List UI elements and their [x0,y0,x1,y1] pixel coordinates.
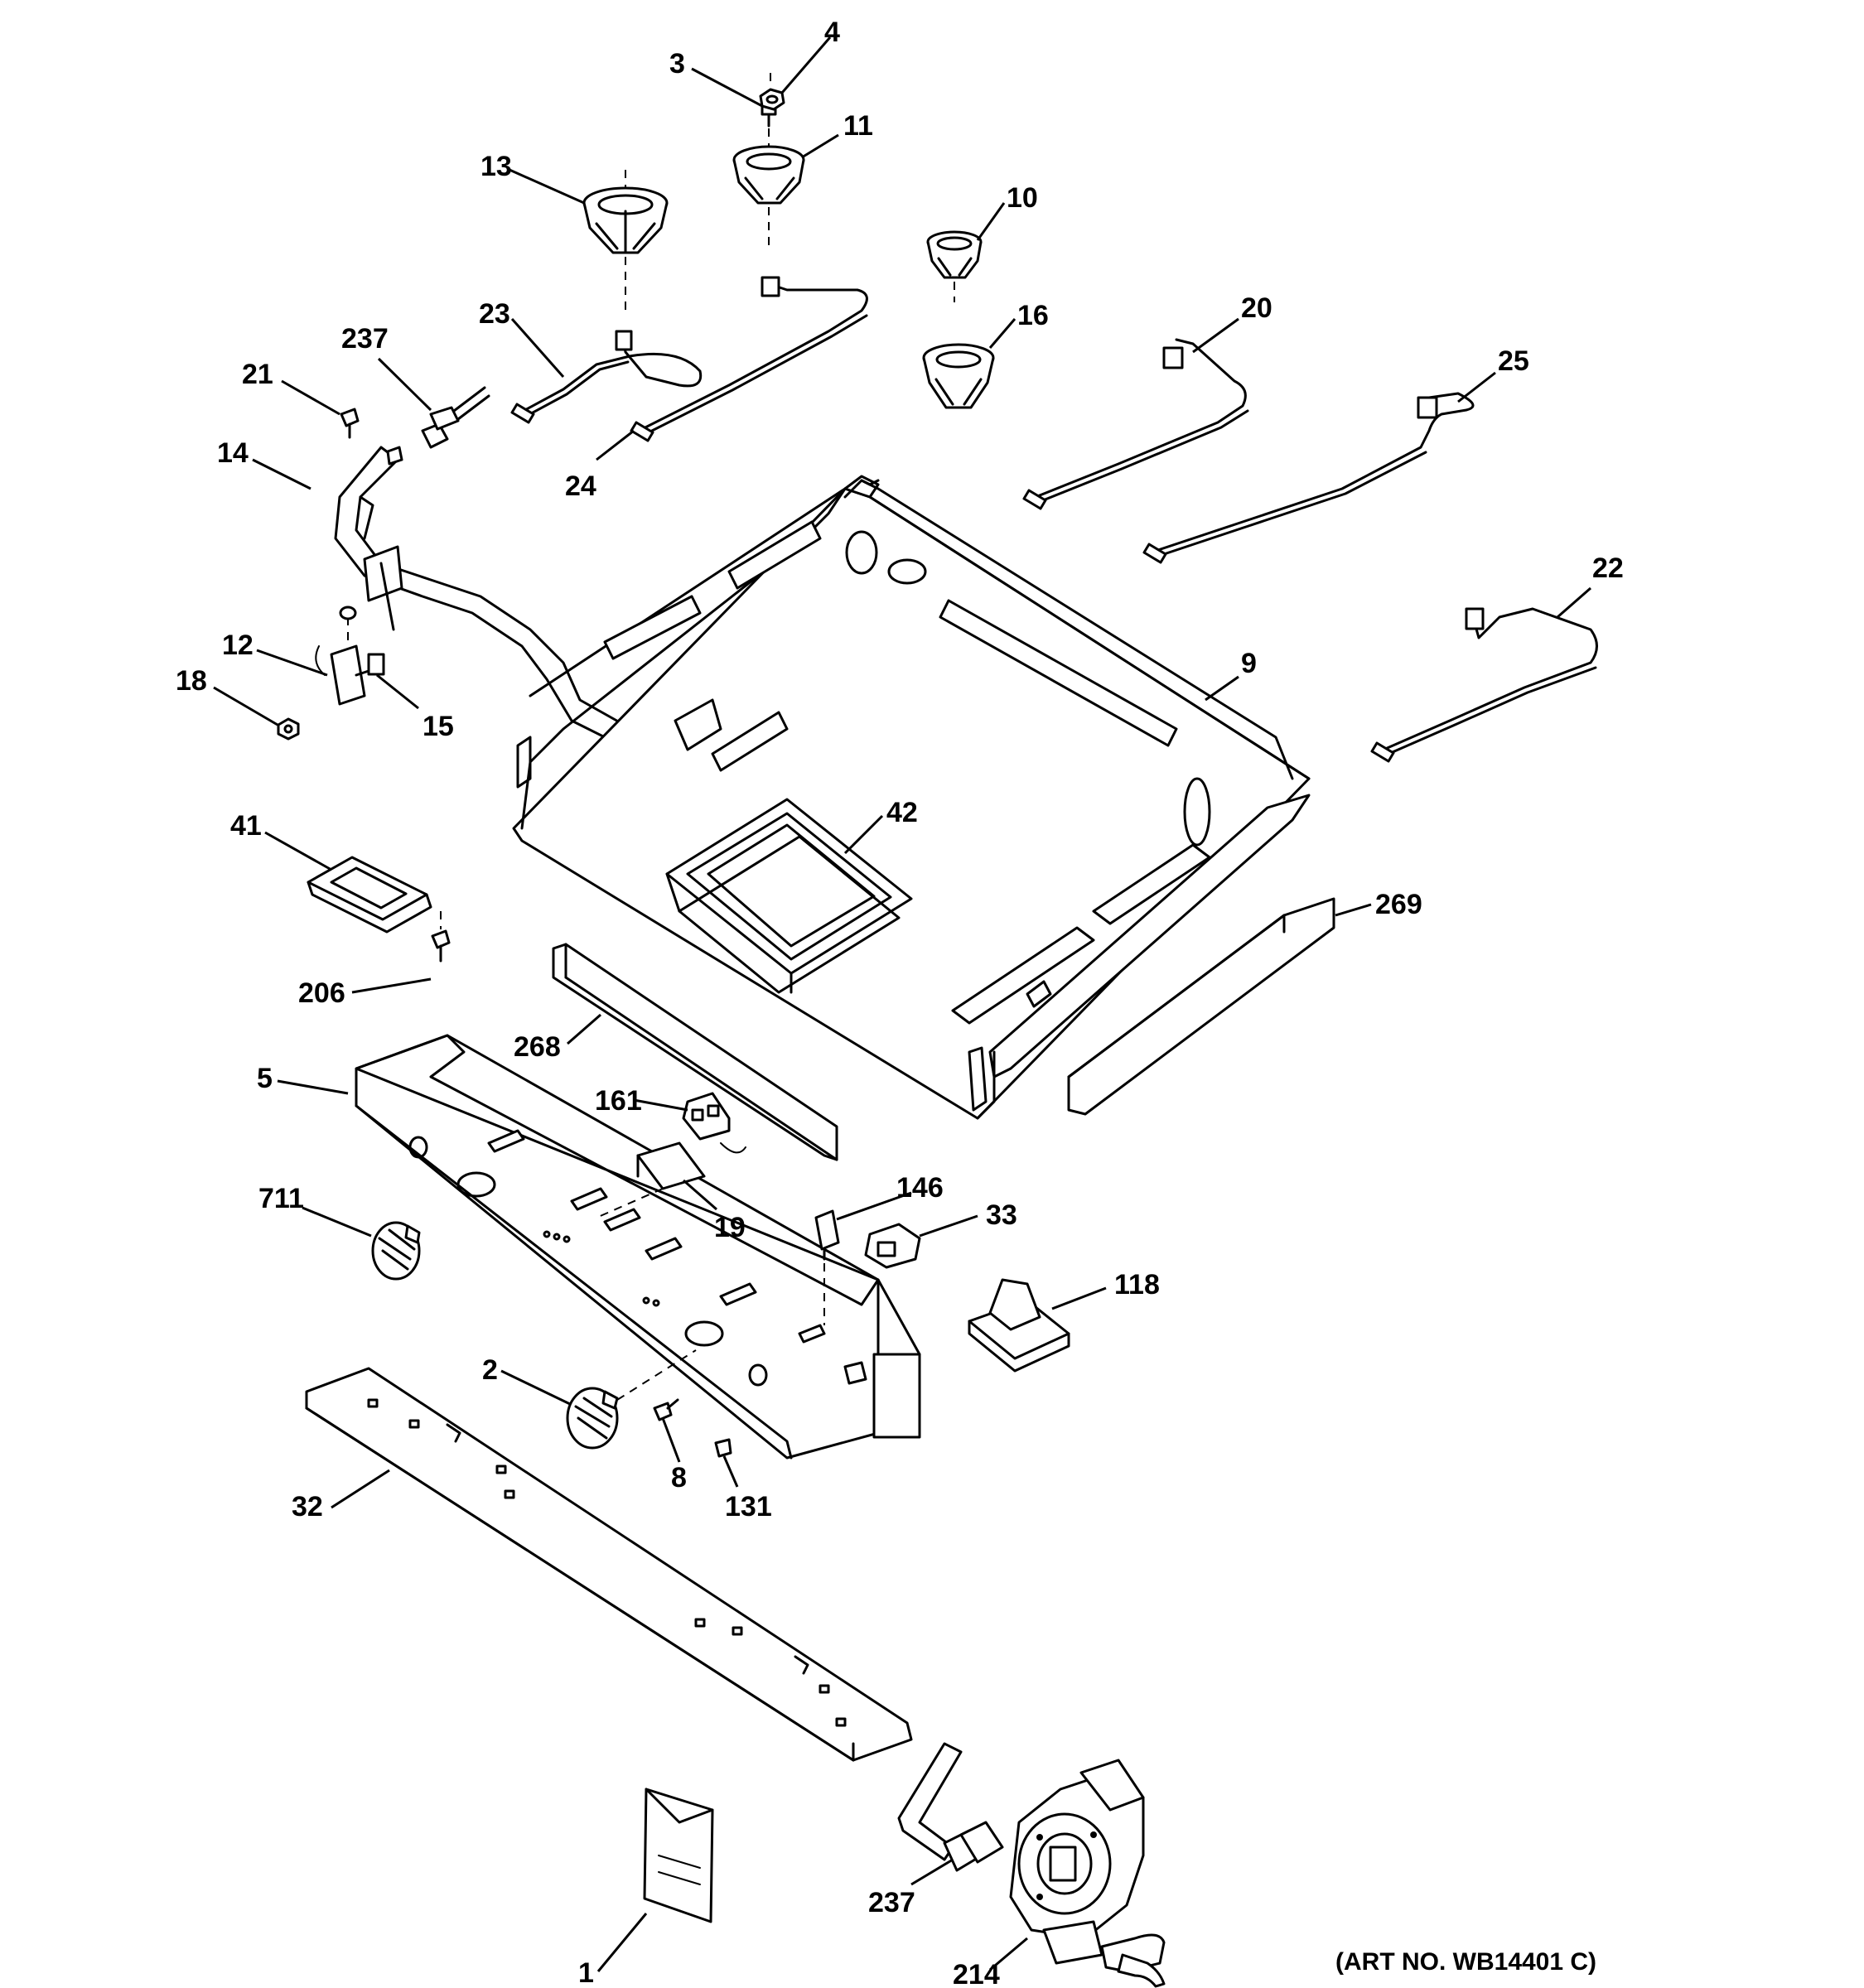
callout-10: 10 [1007,182,1038,214]
knob-711 [371,1221,421,1281]
part-131 [714,1438,732,1458]
burner-tube-23 [510,330,703,424]
panel-trim-32 [305,1367,913,1762]
callout-22: 22 [1592,552,1624,584]
callout-32: 32 [292,1491,323,1522]
burner-tube-22 [1370,607,1598,763]
callout-4: 4 [824,17,840,48]
callout-14: 14 [217,437,249,469]
elbow-fitting-237 [897,1742,1004,1872]
switch-33 [864,1223,921,1269]
callout-24: 24 [565,470,596,502]
burner-box-9 [512,475,1311,1120]
switch-161 [682,1092,746,1154]
callout-237-top: 237 [341,323,389,355]
burner-tube-25 [1142,392,1475,564]
burner-tube-24 [630,276,868,442]
shield-19 [596,1141,706,1218]
burner-head-10 [926,230,983,302]
callout-3: 3 [669,48,685,80]
callout-237-bottom: 237 [868,1887,915,1918]
art-number: (ART NO. WB14401 C) [1335,1948,1596,1976]
component-118 [968,1278,1070,1373]
knob-2 [566,1349,697,1450]
callout-1: 1 [578,1957,594,1988]
pressure-regulator-214 [1009,1759,1166,1988]
callout-11: 11 [843,110,873,142]
callout-15: 15 [423,711,454,742]
callout-2: 2 [482,1354,498,1386]
callout-19: 19 [714,1212,746,1243]
callout-20: 20 [1241,292,1272,324]
igniter-switch-12 [315,606,385,706]
callout-16: 16 [1017,300,1049,331]
callout-5: 5 [257,1063,273,1094]
callout-23: 23 [479,298,510,330]
callout-25: 25 [1498,345,1529,377]
callout-214: 214 [953,1959,1000,1988]
callout-41: 41 [230,810,262,842]
callout-42: 42 [886,797,918,828]
callout-269: 269 [1375,889,1422,920]
callout-8: 8 [671,1462,687,1493]
orifice-fitting-237 [421,386,490,449]
callout-118: 118 [1114,1269,1160,1300]
burner-head-13 [582,170,669,315]
callout-268: 268 [514,1031,561,1063]
screw-21 [340,408,360,439]
callout-21: 21 [242,359,273,390]
grommet-41 [307,856,432,934]
nut-4 [759,73,785,111]
control-panel-5 [355,1034,921,1460]
burner-tube-20 [1022,338,1249,510]
indicator-lamp-146 [814,1209,840,1325]
callout-131: 131 [725,1491,772,1522]
callout-18: 18 [176,665,207,697]
bracket-268 [552,943,838,1161]
burner-box-seal-42 [665,798,913,994]
leader-lines [213,36,1591,1972]
callout-161: 161 [595,1085,642,1117]
callout-711: 711 [258,1183,304,1214]
literature-envelope-1 [643,1788,714,1923]
screw-8 [653,1398,679,1421]
nut-18 [277,717,300,741]
callout-13: 13 [480,151,512,182]
bracket-269 [1067,897,1335,1116]
burner-head-11 [732,128,805,248]
burner-head-16 [922,343,995,409]
callout-33: 33 [986,1199,1017,1231]
callout-12: 12 [222,630,254,661]
screw-206 [431,911,451,963]
callout-labels: 4 3 11 13 10 16 23 237 21 20 25 14 24 22… [176,17,1624,1988]
callout-206: 206 [298,977,345,1009]
callout-146: 146 [896,1172,944,1204]
callout-9: 9 [1241,648,1257,679]
